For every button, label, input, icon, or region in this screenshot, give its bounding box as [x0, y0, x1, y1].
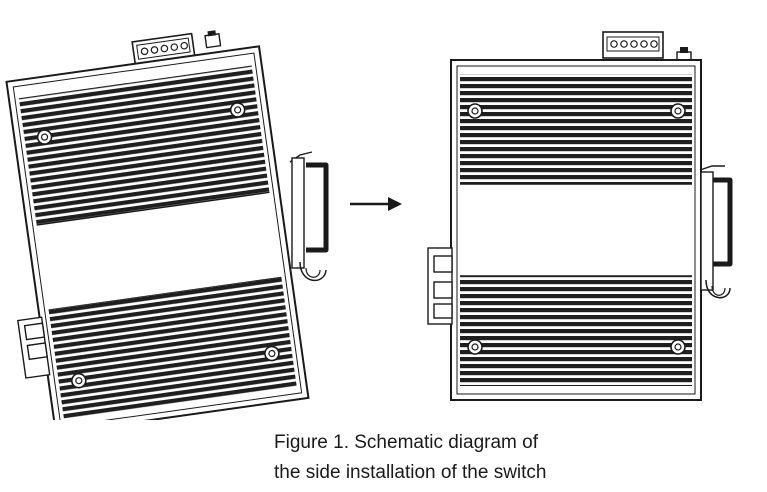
reset-button	[204, 30, 222, 49]
caption-line-2: the side installation of the switch	[274, 462, 547, 483]
din-rail-bracket-left	[289, 151, 329, 281]
switch-body-left	[5, 45, 310, 420]
fins-bottom-left	[48, 277, 297, 420]
figure-caption: Figure 1. Schematic diagram of the side …	[274, 428, 594, 488]
diagram-canvas	[5, 30, 733, 420]
terminal-block	[131, 32, 196, 65]
din-rail-bracket-right	[699, 165, 733, 299]
terminal-block	[602, 31, 664, 59]
fins-bottom-right	[460, 276, 692, 386]
screw-icon	[467, 103, 686, 355]
switch-body-right	[450, 59, 702, 401]
din-clip-left	[17, 316, 51, 379]
fins-top-left	[18, 65, 270, 226]
switch-installed	[427, 31, 733, 401]
label-area-right	[460, 184, 692, 276]
reset-button	[676, 47, 692, 61]
label-area-left	[36, 192, 282, 311]
fins-top-right	[460, 74, 692, 184]
caption-line-1: Figure 1. Schematic diagram of	[274, 432, 539, 453]
screw-icon	[36, 102, 280, 389]
right-arrow-icon	[350, 197, 402, 211]
switch-tilted	[5, 30, 310, 420]
din-clip-right	[427, 247, 453, 325]
